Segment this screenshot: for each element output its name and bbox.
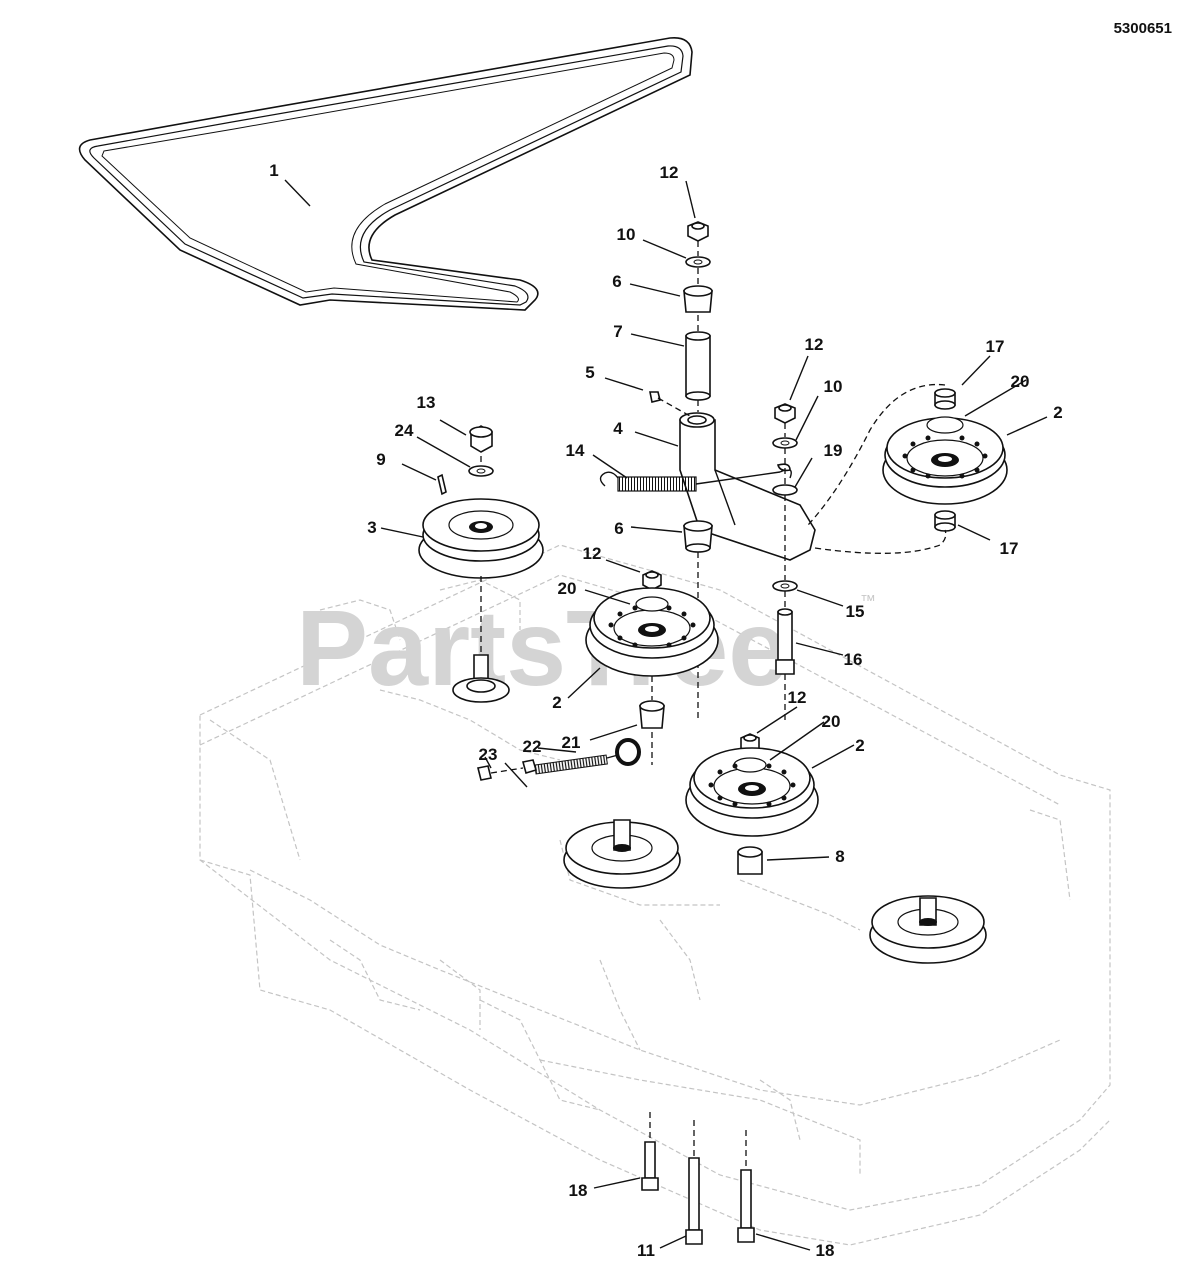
callout-24: 24: [395, 421, 414, 440]
callout-15: 15: [846, 602, 865, 621]
leader-lines: [284, 179, 1048, 1251]
callout-labels: 1 12 10 6 7 5 4 14 6 12 10 19 15 16 17 2…: [269, 161, 1062, 1260]
callout-18: 18: [816, 1241, 835, 1260]
deck-bolts: [641, 1112, 755, 1245]
callout-23: 23: [479, 745, 498, 764]
spring: [599, 468, 792, 492]
callout-8: 8: [835, 847, 844, 866]
callout-20: 20: [822, 712, 841, 731]
document-number: 5300651: [1114, 20, 1172, 37]
callout-2: 2: [1053, 403, 1062, 422]
belt: [78, 36, 693, 311]
callout-2: 2: [855, 736, 864, 755]
left-pulley-assembly: [418, 425, 544, 703]
callout-10: 10: [617, 225, 636, 244]
callout-17: 17: [986, 337, 1005, 356]
callout-22: 22: [523, 737, 542, 756]
watermark-trademark: ™: [860, 593, 876, 610]
callout-5: 5: [585, 363, 594, 382]
callout-10: 10: [824, 377, 843, 396]
callout-1: 1: [269, 161, 278, 180]
middle-idler-pulley: [585, 570, 719, 765]
callout-7: 7: [613, 322, 622, 341]
callout-12: 12: [660, 163, 679, 182]
right-idler-pulley: [807, 383, 1008, 554]
callout-6: 6: [612, 272, 621, 291]
callout-14: 14: [566, 441, 585, 460]
callout-20: 20: [1011, 372, 1030, 391]
callout-9: 9: [376, 450, 385, 469]
tension-rod: [477, 738, 641, 781]
callout-6: 6: [614, 519, 623, 538]
callout-21: 21: [562, 733, 581, 752]
grease-fitting: [649, 391, 691, 417]
callout-20: 20: [558, 579, 577, 598]
deck-spindle-pulleys: [563, 819, 987, 964]
arm-end-hardware: [772, 403, 798, 720]
callout-19: 19: [824, 441, 843, 460]
callout-16: 16: [844, 650, 863, 669]
callout-12: 12: [805, 335, 824, 354]
pivot-hardware: [683, 221, 713, 412]
callout-2: 2: [552, 693, 561, 712]
callout-12: 12: [583, 544, 602, 563]
callout-17: 17: [1000, 539, 1019, 558]
callout-4: 4: [613, 419, 623, 438]
callout-3: 3: [367, 518, 376, 537]
callout-11: 11: [637, 1241, 655, 1260]
callout-13: 13: [417, 393, 436, 412]
callout-12: 12: [788, 688, 807, 707]
lower-idler-pulley: [685, 733, 819, 875]
idler-arm: [679, 412, 816, 561]
callout-18: 18: [569, 1181, 588, 1200]
